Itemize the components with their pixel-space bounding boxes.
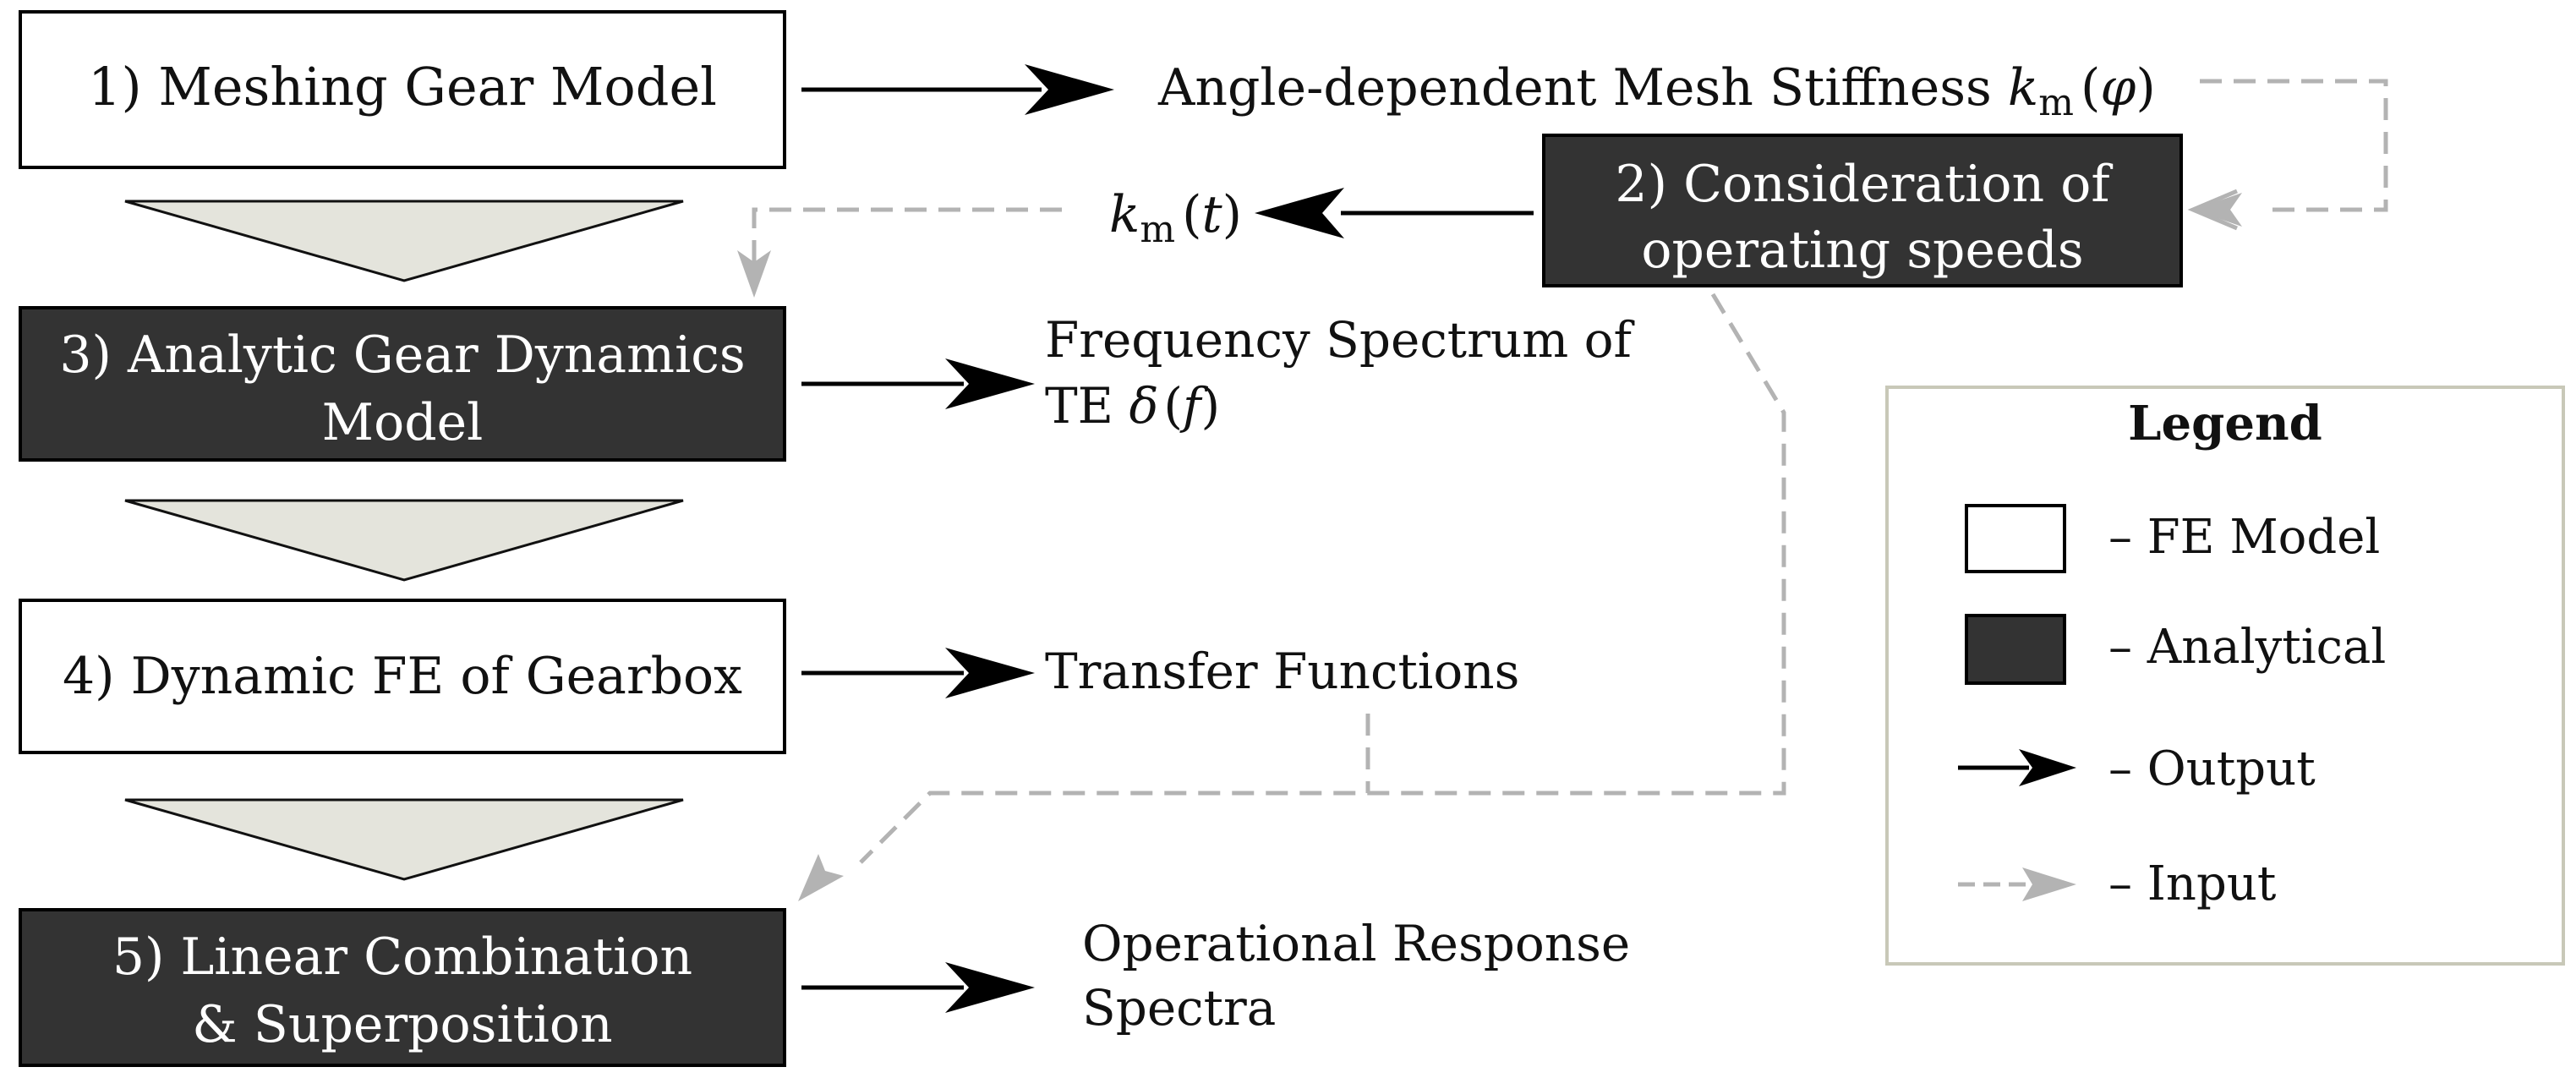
output-arrow-1 — [801, 64, 1114, 115]
step-5-label-line1: 5) Linear Combination — [112, 928, 692, 987]
step-4-box: 4) Dynamic FE of Gearbox — [19, 599, 786, 754]
legend: Legend – FE Model – Analytical – Output … — [1885, 386, 2565, 966]
transfer-functions-label: Transfer Functions — [1045, 643, 1519, 700]
step-1-label: 1) Meshing Gear Model — [88, 56, 717, 118]
legend-analytical-swatch — [1965, 614, 2066, 685]
spectrum-label-line1: Frequency Spectrum of — [1045, 311, 1635, 369]
km-t-label: km(t) — [1109, 185, 1242, 251]
step-3-label-line1: 3) Analytic Gear Dynamics — [59, 326, 745, 385]
step-2-box: 2) Consideration of operating speeds — [1542, 134, 2183, 287]
legend-input-arrow — [1958, 867, 2076, 901]
spectrum-label-line2: TE δ(f) — [1045, 377, 1220, 435]
step-2-label-line2: operating speeds — [1641, 221, 2083, 280]
step-2-label-line1: 2) Consideration of — [1615, 155, 2113, 214]
output-arrow-3 — [801, 358, 1035, 409]
response-label-line1: Operational Response — [1082, 915, 1630, 972]
input-arrow-stiffness-to-step2 — [2187, 79, 2388, 231]
step-5-label-line2: & Superposition — [192, 995, 612, 1054]
step-3-label-line2: Model — [322, 393, 484, 452]
input-arrow-km-t-to-step3 — [737, 207, 1062, 298]
response-label-line2: Spectra — [1082, 979, 1276, 1037]
step-3-box: 3) Analytic Gear Dynamics Model — [19, 306, 786, 462]
step-5-box: 5) Linear Combination & Superposition — [19, 908, 786, 1067]
legend-analytical-label: – Analytical — [2108, 620, 2386, 675]
legend-title: Legend — [2128, 396, 2322, 451]
output-arrow-4 — [801, 648, 1035, 698]
flow-funnel-2 — [124, 499, 684, 582]
legend-fe-swatch — [1965, 504, 2066, 573]
step-4-label: 4) Dynamic FE of Gearbox — [63, 647, 742, 706]
legend-output-arrow — [1958, 749, 2076, 786]
output-arrow-5 — [801, 962, 1035, 1013]
output-arrow-km-t — [1255, 188, 1534, 238]
legend-fe-label: – FE Model — [2108, 510, 2380, 565]
mesh-stiffness-label: Angle-dependent Mesh Stiffness km(φ) — [1157, 58, 2156, 124]
step-1-box: 1) Meshing Gear Model — [19, 10, 786, 169]
flow-funnel-3 — [124, 798, 684, 881]
legend-output-label: – Output — [2108, 741, 2316, 796]
legend-input-label: – Input — [2108, 856, 2277, 911]
flow-funnel-1 — [124, 200, 684, 282]
input-arrow-to-step5 — [798, 293, 1786, 901]
